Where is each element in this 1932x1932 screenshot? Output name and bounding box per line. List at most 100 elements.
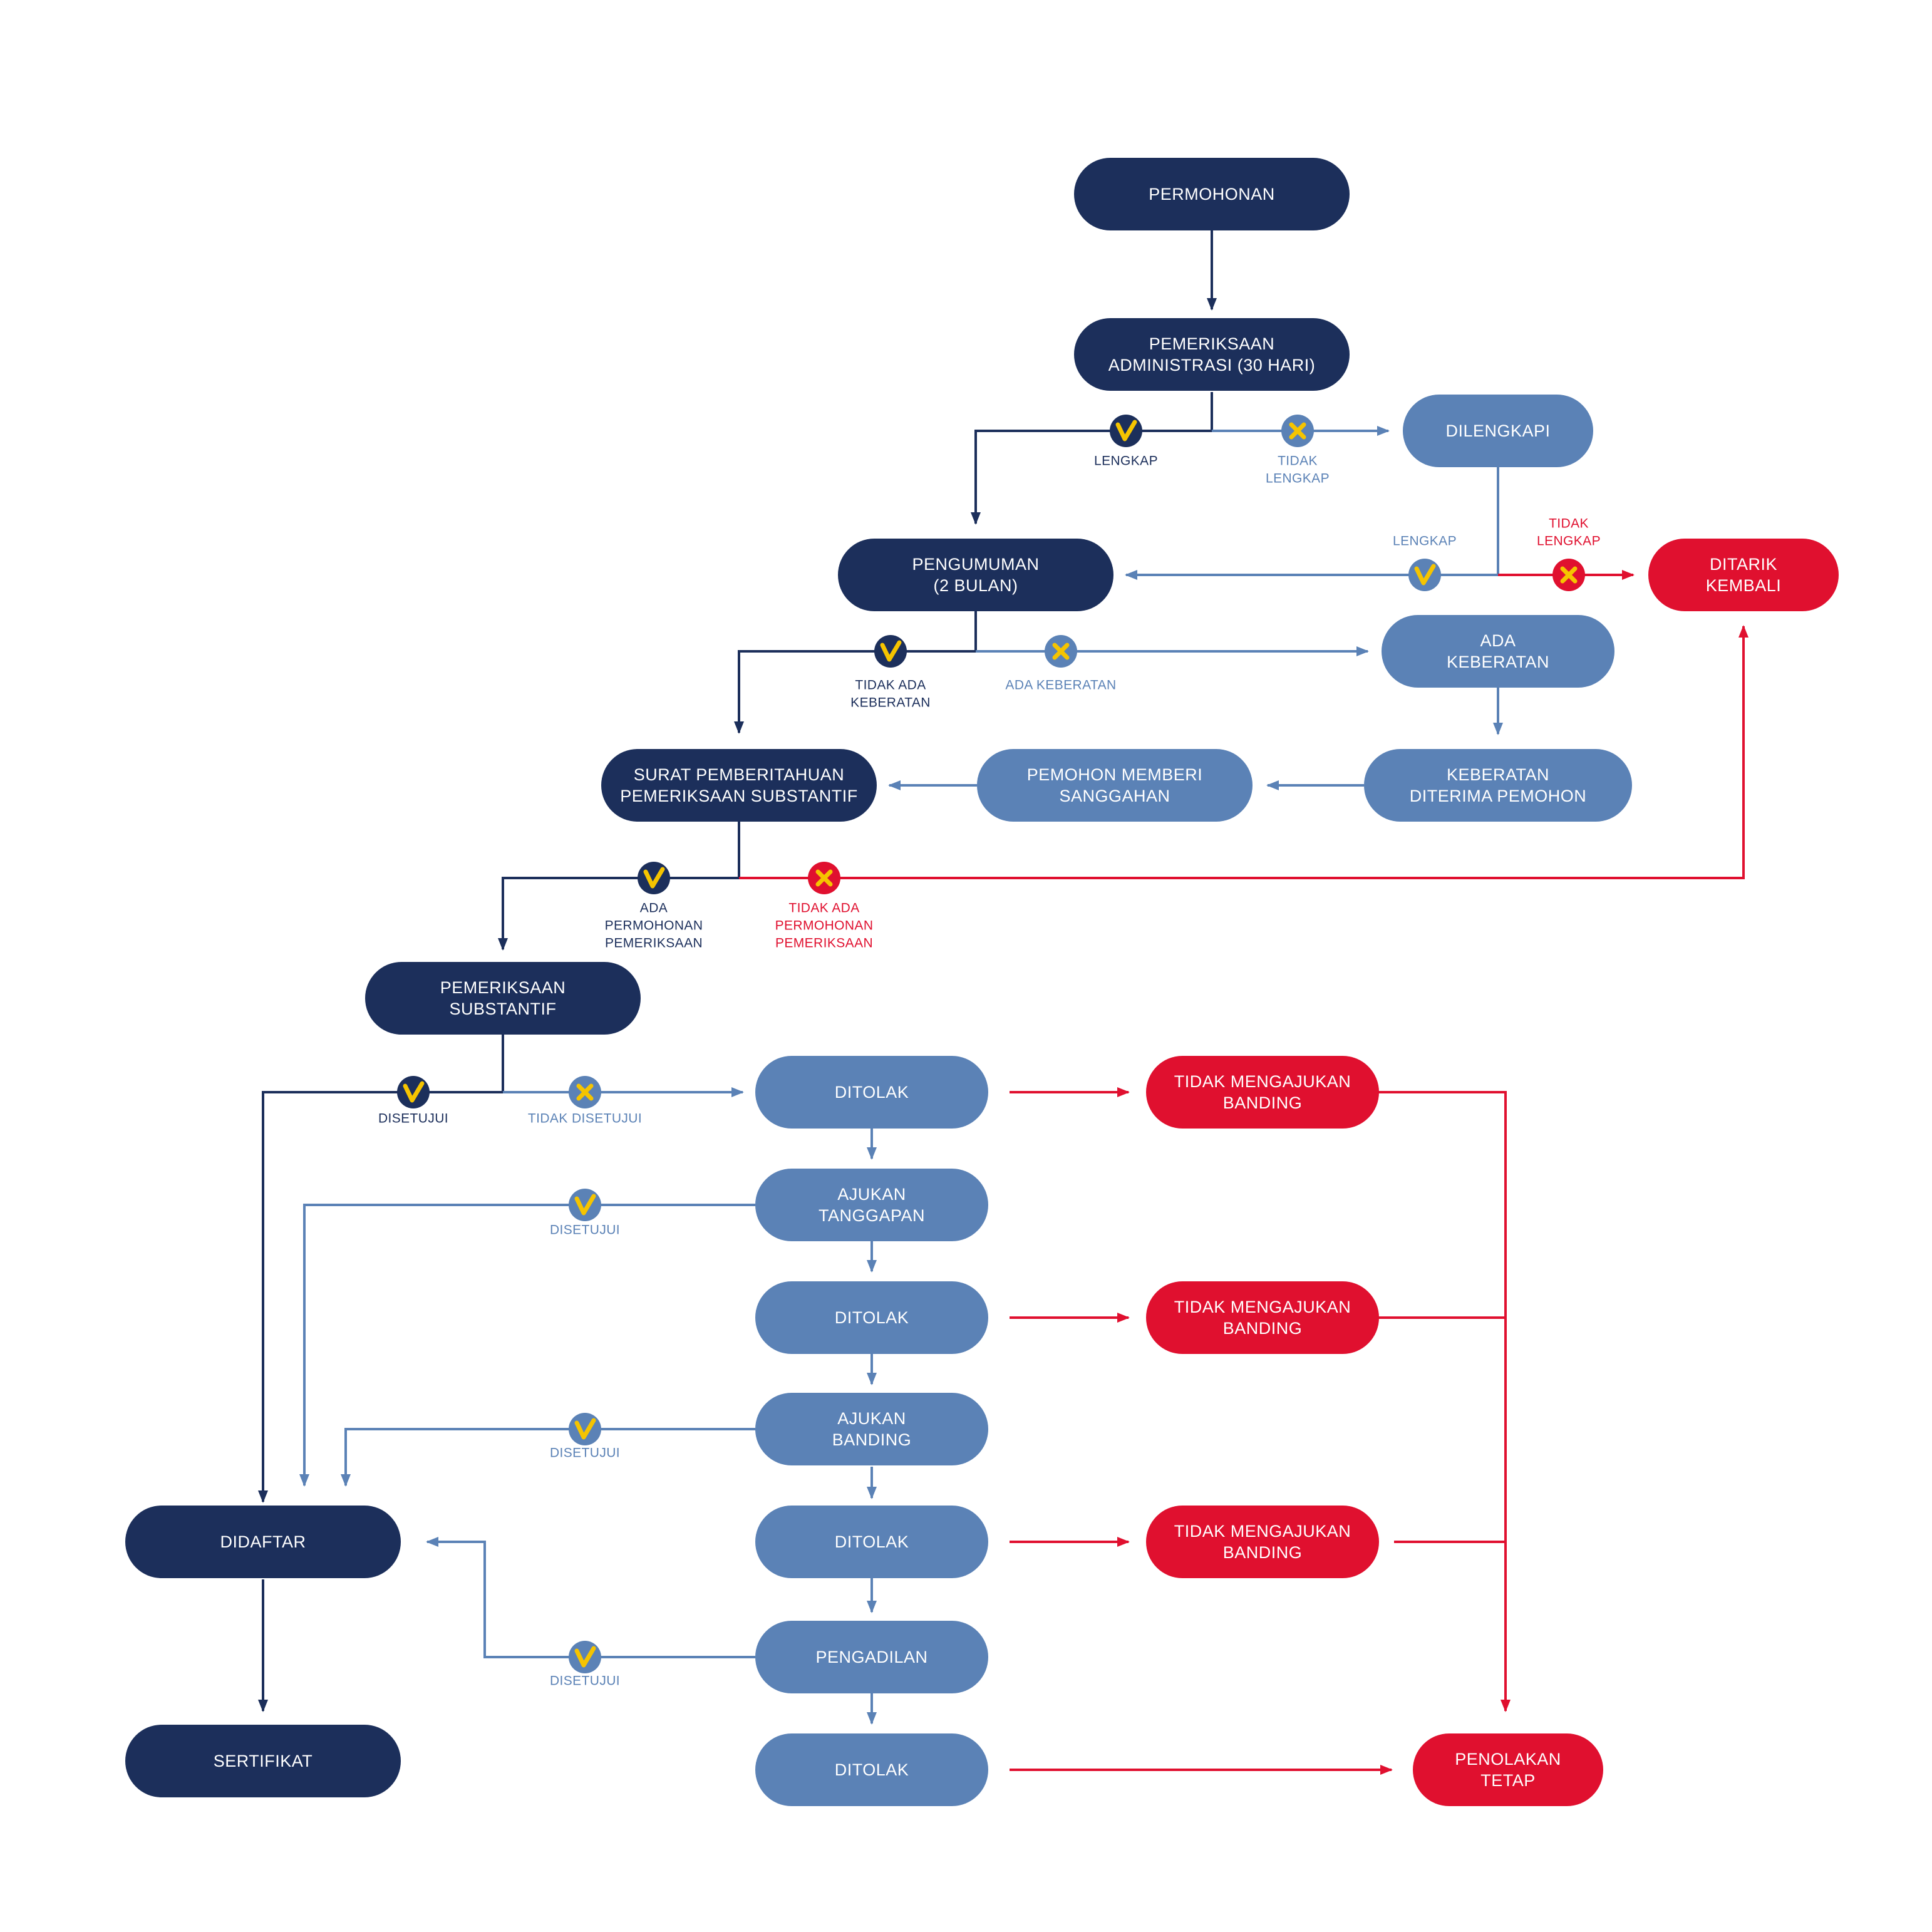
branch-label-line: PERMOHONAN [775, 919, 874, 933]
check-icon [569, 1641, 601, 1673]
node-label: TIDAK MENGAJUKAN [1174, 1298, 1351, 1316]
branch-label-line: LENGKAP [1266, 472, 1330, 486]
node-label: SUBSTANTIF [449, 1000, 556, 1018]
node-label: SERTIFIKAT [214, 1752, 313, 1770]
node-label: (2 BULAN) [933, 576, 1018, 595]
node-shape [1648, 539, 1839, 611]
branch-label-line: TIDAK ADA [855, 678, 926, 693]
node-ditolak-2: DITOLAK [755, 1281, 988, 1354]
branch-label-line: PEMERIKSAAN [775, 936, 873, 951]
node-shape [755, 1281, 988, 1354]
node-shape [755, 1733, 988, 1806]
node-label: PERMOHONAN [1149, 185, 1275, 204]
node-sertifikat: SERTIFIKAT [125, 1725, 401, 1797]
node-shape [755, 1393, 988, 1465]
branch-label-lengkap-2: LENGKAP [1393, 534, 1457, 549]
connector-pengadilan-disetujui [426, 1537, 755, 1658]
node-label: DITOLAK [835, 1532, 909, 1551]
node-didaftar: DIDAFTAR [125, 1506, 401, 1578]
cross-icon [569, 1076, 601, 1108]
node-label: TIDAK MENGAJUKAN [1174, 1522, 1351, 1541]
node-shape [977, 749, 1253, 822]
node-label: BANDING [832, 1430, 912, 1449]
branch-label-line: TIDAK DISETUJUI [528, 1112, 642, 1126]
node-shape [1074, 318, 1350, 391]
node-penolakan-tetap: PENOLAKAN TETAP [1413, 1733, 1603, 1806]
branch-label-line: PEMERIKSAAN [605, 936, 703, 951]
node-label: DITOLAK [835, 1083, 909, 1102]
branch-label-line: LENGKAP [1393, 534, 1457, 549]
node-label: DITOLAK [835, 1760, 909, 1779]
node-label: KEMBALI [1706, 576, 1782, 595]
connector-administrasi-lengkap [971, 392, 1213, 525]
node-label: PENOLAKAN [1455, 1750, 1561, 1769]
node-label: DITOLAK [835, 1308, 909, 1327]
node-shape [1413, 1733, 1603, 1806]
node-shape [365, 962, 641, 1035]
node-label: TETAP [1480, 1771, 1536, 1790]
cross-icon [1045, 635, 1077, 668]
branch-label-line: DISETUJUI [550, 1446, 620, 1460]
node-pemeriksaan-substantif: PEMERIKSAAN SUBSTANTIF [365, 962, 641, 1035]
branch-label-tidak-ada-permohonan: TIDAK ADA PERMOHONAN PEMERIKSAAN [775, 901, 874, 951]
branch-label-disetujui-1: DISETUJUI [378, 1112, 448, 1126]
branch-label-ada-keberatan: ADA KEBERATAN [1005, 678, 1116, 693]
node-label: SURAT PEMBERITAHUAN [634, 765, 845, 784]
node-label: SANGGAHAN [1059, 787, 1170, 805]
check-icon [874, 635, 907, 668]
branch-label-line: ADA KEBERATAN [1005, 678, 1116, 693]
connector-tanggapan-disetujui [299, 1204, 755, 1487]
branch-label-tidak-disetujui: TIDAK DISETUJUI [528, 1112, 642, 1126]
node-label: PEMOHON MEMBERI [1027, 765, 1203, 784]
connector-tidak-banding-merge [1377, 1091, 1511, 1712]
node-label: DILENGKAPI [1445, 421, 1550, 440]
connector-substantif-disetujui [258, 1035, 504, 1503]
node-label: TANGGAPAN [819, 1206, 925, 1225]
branch-label-line: DISETUJUI [550, 1674, 620, 1688]
node-shape [125, 1506, 401, 1578]
node-shape [755, 1056, 988, 1129]
node-label: PEMERIKSAAN [1149, 334, 1275, 353]
branch-label-line: LENGKAP [1094, 454, 1158, 468]
branch-label-disetujui-4: DISETUJUI [550, 1674, 620, 1688]
node-shape [601, 749, 877, 822]
cross-icon [1281, 415, 1314, 447]
node-label: KEBERATAN [1447, 765, 1549, 784]
node-label: PENGADILAN [815, 1648, 927, 1666]
node-ditolak-4: DITOLAK [755, 1733, 988, 1806]
check-icon [1110, 415, 1142, 447]
connector-pengumuman-tidak-ada-keberatan [734, 611, 977, 734]
node-dilengkapi: DILENGKAPI [1403, 395, 1593, 467]
node-ditolak-3: DITOLAK [755, 1506, 988, 1578]
node-pengumuman: PENGUMUMAN (2 BULAN) [838, 539, 1113, 611]
connector-banding-disetujui [341, 1428, 755, 1487]
check-icon [569, 1189, 601, 1221]
cross-icon [1552, 559, 1585, 591]
branch-label-line: TIDAK [1278, 454, 1318, 468]
check-icon [1408, 559, 1441, 591]
node-label: PEMERIKSAAN SUBSTANTIF [620, 787, 858, 805]
node-label: PEMERIKSAAN [440, 978, 566, 997]
node-shape [1074, 158, 1350, 230]
node-shape [838, 539, 1113, 611]
node-label: DITERIMA PEMOHON [1410, 787, 1587, 805]
node-permohonan: PERMOHONAN [1074, 158, 1350, 230]
node-shape [1146, 1281, 1379, 1354]
branch-label-line: PERMOHONAN [605, 919, 703, 933]
node-label: BANDING [1223, 1093, 1303, 1112]
node-shape [755, 1621, 988, 1693]
node-label: BANDING [1223, 1543, 1303, 1562]
node-keberatan-diterima: KEBERATAN DITERIMA PEMOHON [1364, 749, 1632, 822]
node-label: PENGUMUMAN [912, 555, 1039, 574]
check-icon [569, 1413, 601, 1445]
branch-label-line: TIDAK ADA [788, 901, 859, 916]
node-shape [1364, 749, 1632, 822]
node-shape [1146, 1506, 1379, 1578]
